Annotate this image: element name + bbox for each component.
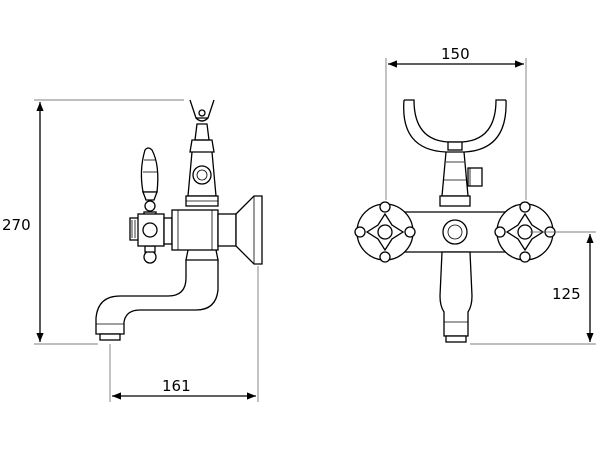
dimension-270: 270 bbox=[2, 99, 184, 345]
diverter-front bbox=[439, 151, 483, 207]
hook-cradle-front bbox=[403, 99, 507, 153]
dim-height-label: 270 bbox=[2, 216, 31, 234]
dimension-161: 161 bbox=[109, 266, 259, 402]
center-port bbox=[442, 219, 468, 245]
side-view: 270 161 bbox=[2, 99, 263, 402]
hook-cradle-side bbox=[189, 99, 215, 153]
riser-side bbox=[185, 151, 219, 207]
left-cross-handle bbox=[354, 201, 416, 263]
spout-side bbox=[95, 249, 219, 341]
dim-outlet-label: 125 bbox=[552, 285, 581, 303]
adjuster-knob bbox=[192, 165, 212, 185]
valve-body-side bbox=[129, 213, 173, 247]
dim-centers-label: 150 bbox=[441, 45, 470, 63]
mixer-body-side bbox=[171, 195, 263, 265]
dim-projection-label: 161 bbox=[162, 377, 191, 395]
diverter-knob bbox=[467, 167, 483, 187]
dimension-125: 125 bbox=[470, 231, 596, 345]
right-cross-handle bbox=[494, 201, 556, 263]
dimension-150: 150 bbox=[385, 45, 527, 200]
body-front bbox=[381, 211, 531, 253]
front-view: 150 125 bbox=[354, 45, 596, 345]
spout-front bbox=[439, 251, 473, 343]
